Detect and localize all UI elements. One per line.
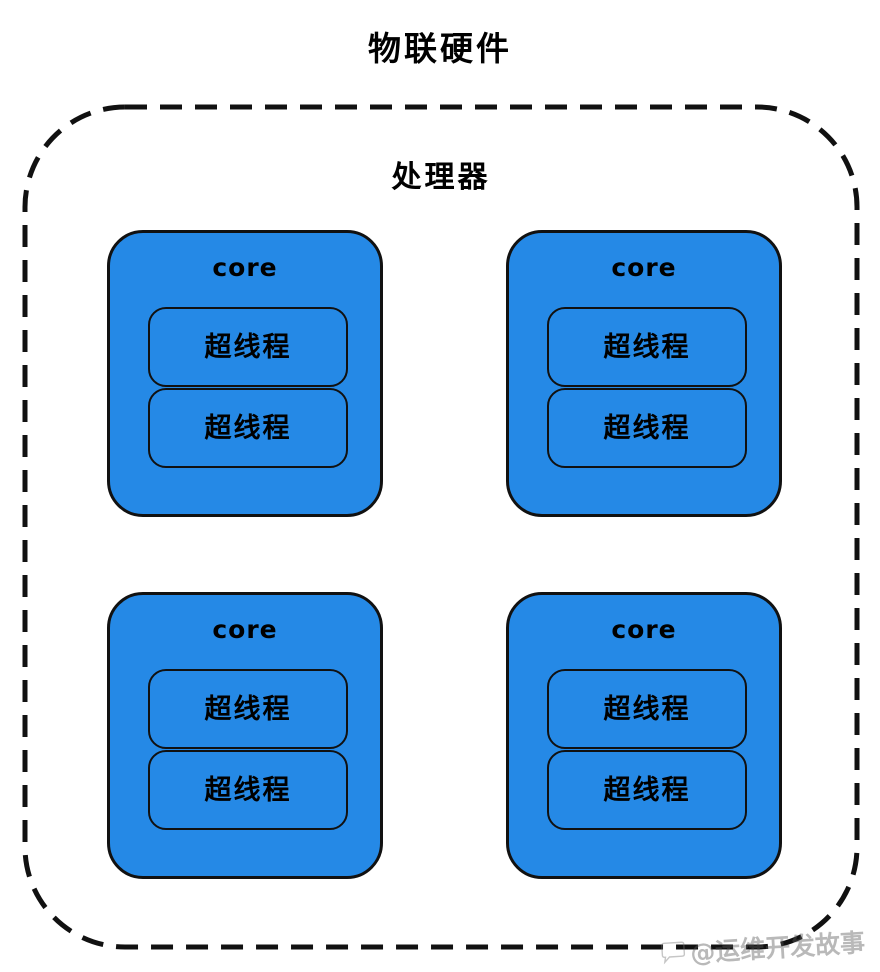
hyperthread-label: 超线程 — [603, 774, 691, 806]
hyperthread-box[interactable]: 超线程 — [148, 388, 348, 468]
hyperthread-label: 超线程 — [204, 331, 292, 363]
thread-stack: 超线程 超线程 — [547, 307, 747, 468]
thread-stack: 超线程 超线程 — [547, 669, 747, 830]
hyperthread-box[interactable]: 超线程 — [547, 307, 747, 387]
hyperthread-box[interactable]: 超线程 — [148, 750, 348, 830]
processor-dashed-border — [22, 104, 860, 950]
hyperthread-box[interactable]: 超线程 — [547, 750, 747, 830]
hyperthread-label: 超线程 — [603, 331, 691, 363]
core-grid: core 超线程 超线程 core 超线程 超线程 — [107, 230, 782, 890]
core-label: core — [611, 615, 677, 644]
processor-container: 处理器 core 超线程 超线程 core 超线程 — [22, 104, 860, 950]
core-box[interactable]: core 超线程 超线程 — [107, 592, 383, 879]
hyperthread-label: 超线程 — [204, 693, 292, 725]
thread-stack: 超线程 超线程 — [148, 669, 348, 830]
hyperthread-label: 超线程 — [603, 412, 691, 444]
hyperthread-box[interactable]: 超线程 — [148, 669, 348, 749]
core-box[interactable]: core 超线程 超线程 — [506, 592, 782, 879]
core-box[interactable]: core 超线程 超线程 — [107, 230, 383, 517]
page-title: 物联硬件 — [368, 29, 512, 68]
processor-title: 处理器 — [391, 160, 491, 195]
hyperthread-box[interactable]: 超线程 — [547, 669, 747, 749]
hyperthread-box[interactable]: 超线程 — [547, 388, 747, 468]
hyperthread-box[interactable]: 超线程 — [148, 307, 348, 387]
core-label: core — [212, 253, 278, 282]
hyperthread-label: 超线程 — [204, 774, 292, 806]
hyperthread-label: 超线程 — [603, 693, 691, 725]
core-label: core — [212, 615, 278, 644]
core-label: core — [611, 253, 677, 282]
thread-stack: 超线程 超线程 — [148, 307, 348, 468]
hyperthread-label: 超线程 — [204, 412, 292, 444]
core-box[interactable]: core 超线程 超线程 — [506, 230, 782, 517]
